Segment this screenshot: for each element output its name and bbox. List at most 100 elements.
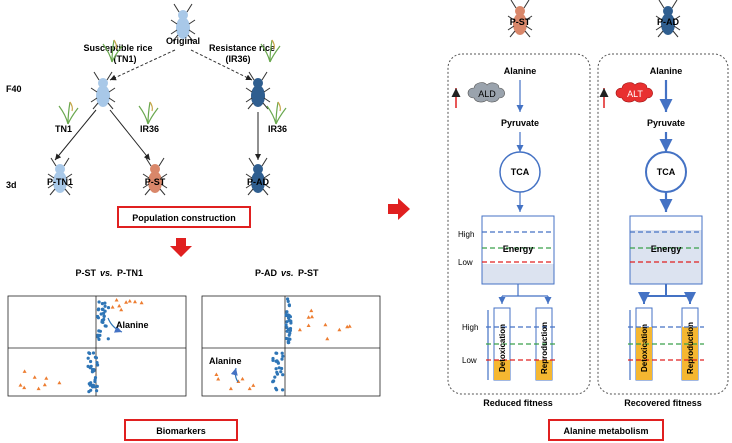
right-tca-label: TCA — [657, 167, 676, 177]
scatter-point — [22, 369, 27, 373]
scatter-point — [288, 337, 292, 341]
right-repro-fill — [682, 327, 698, 380]
scatter-point — [337, 327, 342, 332]
alanine-metabolism-label: Alanine metabolism — [563, 426, 648, 436]
scatter-point — [309, 308, 314, 313]
scatter-point — [103, 304, 107, 308]
branch-ir36-right-label: IR36 — [268, 124, 287, 134]
left-alanine-label: Alanine — [504, 66, 537, 76]
left-repro-fill — [536, 360, 552, 380]
scatter-point — [94, 356, 98, 360]
scatter-point — [110, 305, 115, 309]
fitness-right-label: Recovered fitness — [624, 398, 702, 408]
rice-plant-icon — [138, 101, 159, 125]
ptn1-label: P-TN1 — [47, 177, 73, 187]
scatter-point — [100, 302, 104, 306]
scatter-point — [42, 382, 47, 387]
scatter-point — [88, 383, 92, 387]
population-construction-box — [117, 206, 251, 228]
scatter-point — [86, 356, 90, 360]
left-energy-label: Energy — [503, 244, 534, 254]
right-enzyme-label: ALT — [627, 89, 643, 99]
rice-plant-icon — [266, 101, 287, 125]
right-detox-label: Detoxication — [640, 324, 649, 372]
scatter-point — [287, 304, 291, 308]
biomarkers-box — [124, 419, 238, 441]
scatter-point — [97, 300, 101, 304]
scatter-point — [87, 351, 91, 355]
scatter-point — [95, 384, 99, 388]
plot1-title-vs: vs. — [100, 268, 113, 278]
scatter-point — [95, 389, 99, 393]
scatter-point — [102, 314, 106, 318]
scatter-point — [274, 367, 278, 371]
scatter-point — [57, 380, 62, 385]
resistance-rice-label: Resistance rice — [209, 43, 275, 53]
ald-cloud-icon — [467, 82, 505, 103]
pst-label: P-ST — [145, 177, 166, 187]
scatter-point — [247, 386, 252, 391]
left-energy-fill — [482, 216, 554, 264]
scatter-point — [281, 373, 285, 377]
alt-cloud-icon — [615, 82, 653, 103]
energy-high-label: High — [458, 230, 474, 239]
left-detox-label: Detoxication — [498, 324, 507, 372]
population-construction-label: Population construction — [132, 213, 236, 223]
right-detox-fill — [636, 327, 652, 380]
scatter-point — [44, 376, 49, 380]
scatter-point — [93, 378, 97, 382]
scatter-point — [306, 323, 311, 327]
scatter-point — [279, 370, 283, 374]
plot2-title-b: P-ST — [298, 268, 319, 278]
scatter-point — [280, 366, 284, 371]
scatter-point — [101, 307, 105, 311]
scatter-point — [275, 388, 279, 392]
generation-3d-label: 3d — [6, 180, 17, 190]
scatter-point — [119, 307, 124, 312]
plot2-frame — [201, 295, 381, 397]
right-panel — [597, 53, 729, 395]
right-energy-label: Energy — [651, 244, 682, 254]
scatter-point — [117, 303, 122, 308]
scatter-point — [97, 307, 101, 311]
scatter-point — [103, 301, 107, 305]
metabolism-right-pop: P-AD — [657, 17, 679, 27]
plot2-points — [214, 297, 352, 392]
alanine-metabolism: P-ST P-AD Alanine ALD Pyruvate TCA Energ… — [447, 0, 729, 441]
scatter-point — [99, 312, 103, 316]
energy-low-label: Low — [458, 258, 473, 267]
left-enzyme-label: ALD — [478, 89, 496, 99]
arrow-to-ptn1 — [54, 109, 97, 161]
scatter-point — [275, 351, 279, 355]
left-panel — [447, 53, 591, 395]
susceptible-insect-icon — [90, 71, 116, 110]
scatter-point — [114, 298, 119, 302]
scatter-point — [86, 364, 90, 368]
plot2-alanine-label: Alanine — [209, 356, 242, 366]
scatter-point — [89, 359, 93, 364]
scatter-point — [347, 324, 352, 328]
plot2-title-vs: vs. — [281, 268, 294, 278]
scatter-point — [36, 386, 41, 391]
scatter-point — [297, 327, 302, 332]
scatter-point — [286, 297, 290, 301]
scatter-point — [98, 333, 102, 337]
scatter-point — [281, 388, 285, 392]
scatter-point — [96, 363, 100, 367]
scatter-point — [87, 390, 91, 394]
scatter-point — [240, 376, 245, 381]
susceptible-rice-code: (TN1) — [114, 54, 137, 64]
plot2-title-a: P-AD — [255, 268, 277, 278]
scatter-point — [306, 315, 311, 319]
scatter-point — [280, 351, 284, 355]
scatter-point — [18, 383, 23, 387]
down-arrow-icon — [170, 238, 192, 257]
scatter-point — [106, 337, 110, 341]
plot1-alanine-label: Alanine — [116, 320, 149, 330]
scatter-point — [124, 300, 129, 304]
left-repro-label: Reproduction — [540, 322, 549, 374]
left-pyruvate-label: Pyruvate — [501, 118, 539, 128]
scatter-point — [276, 361, 280, 365]
plot1-title-a: P-ST — [75, 268, 96, 278]
scatter-point — [323, 322, 328, 327]
